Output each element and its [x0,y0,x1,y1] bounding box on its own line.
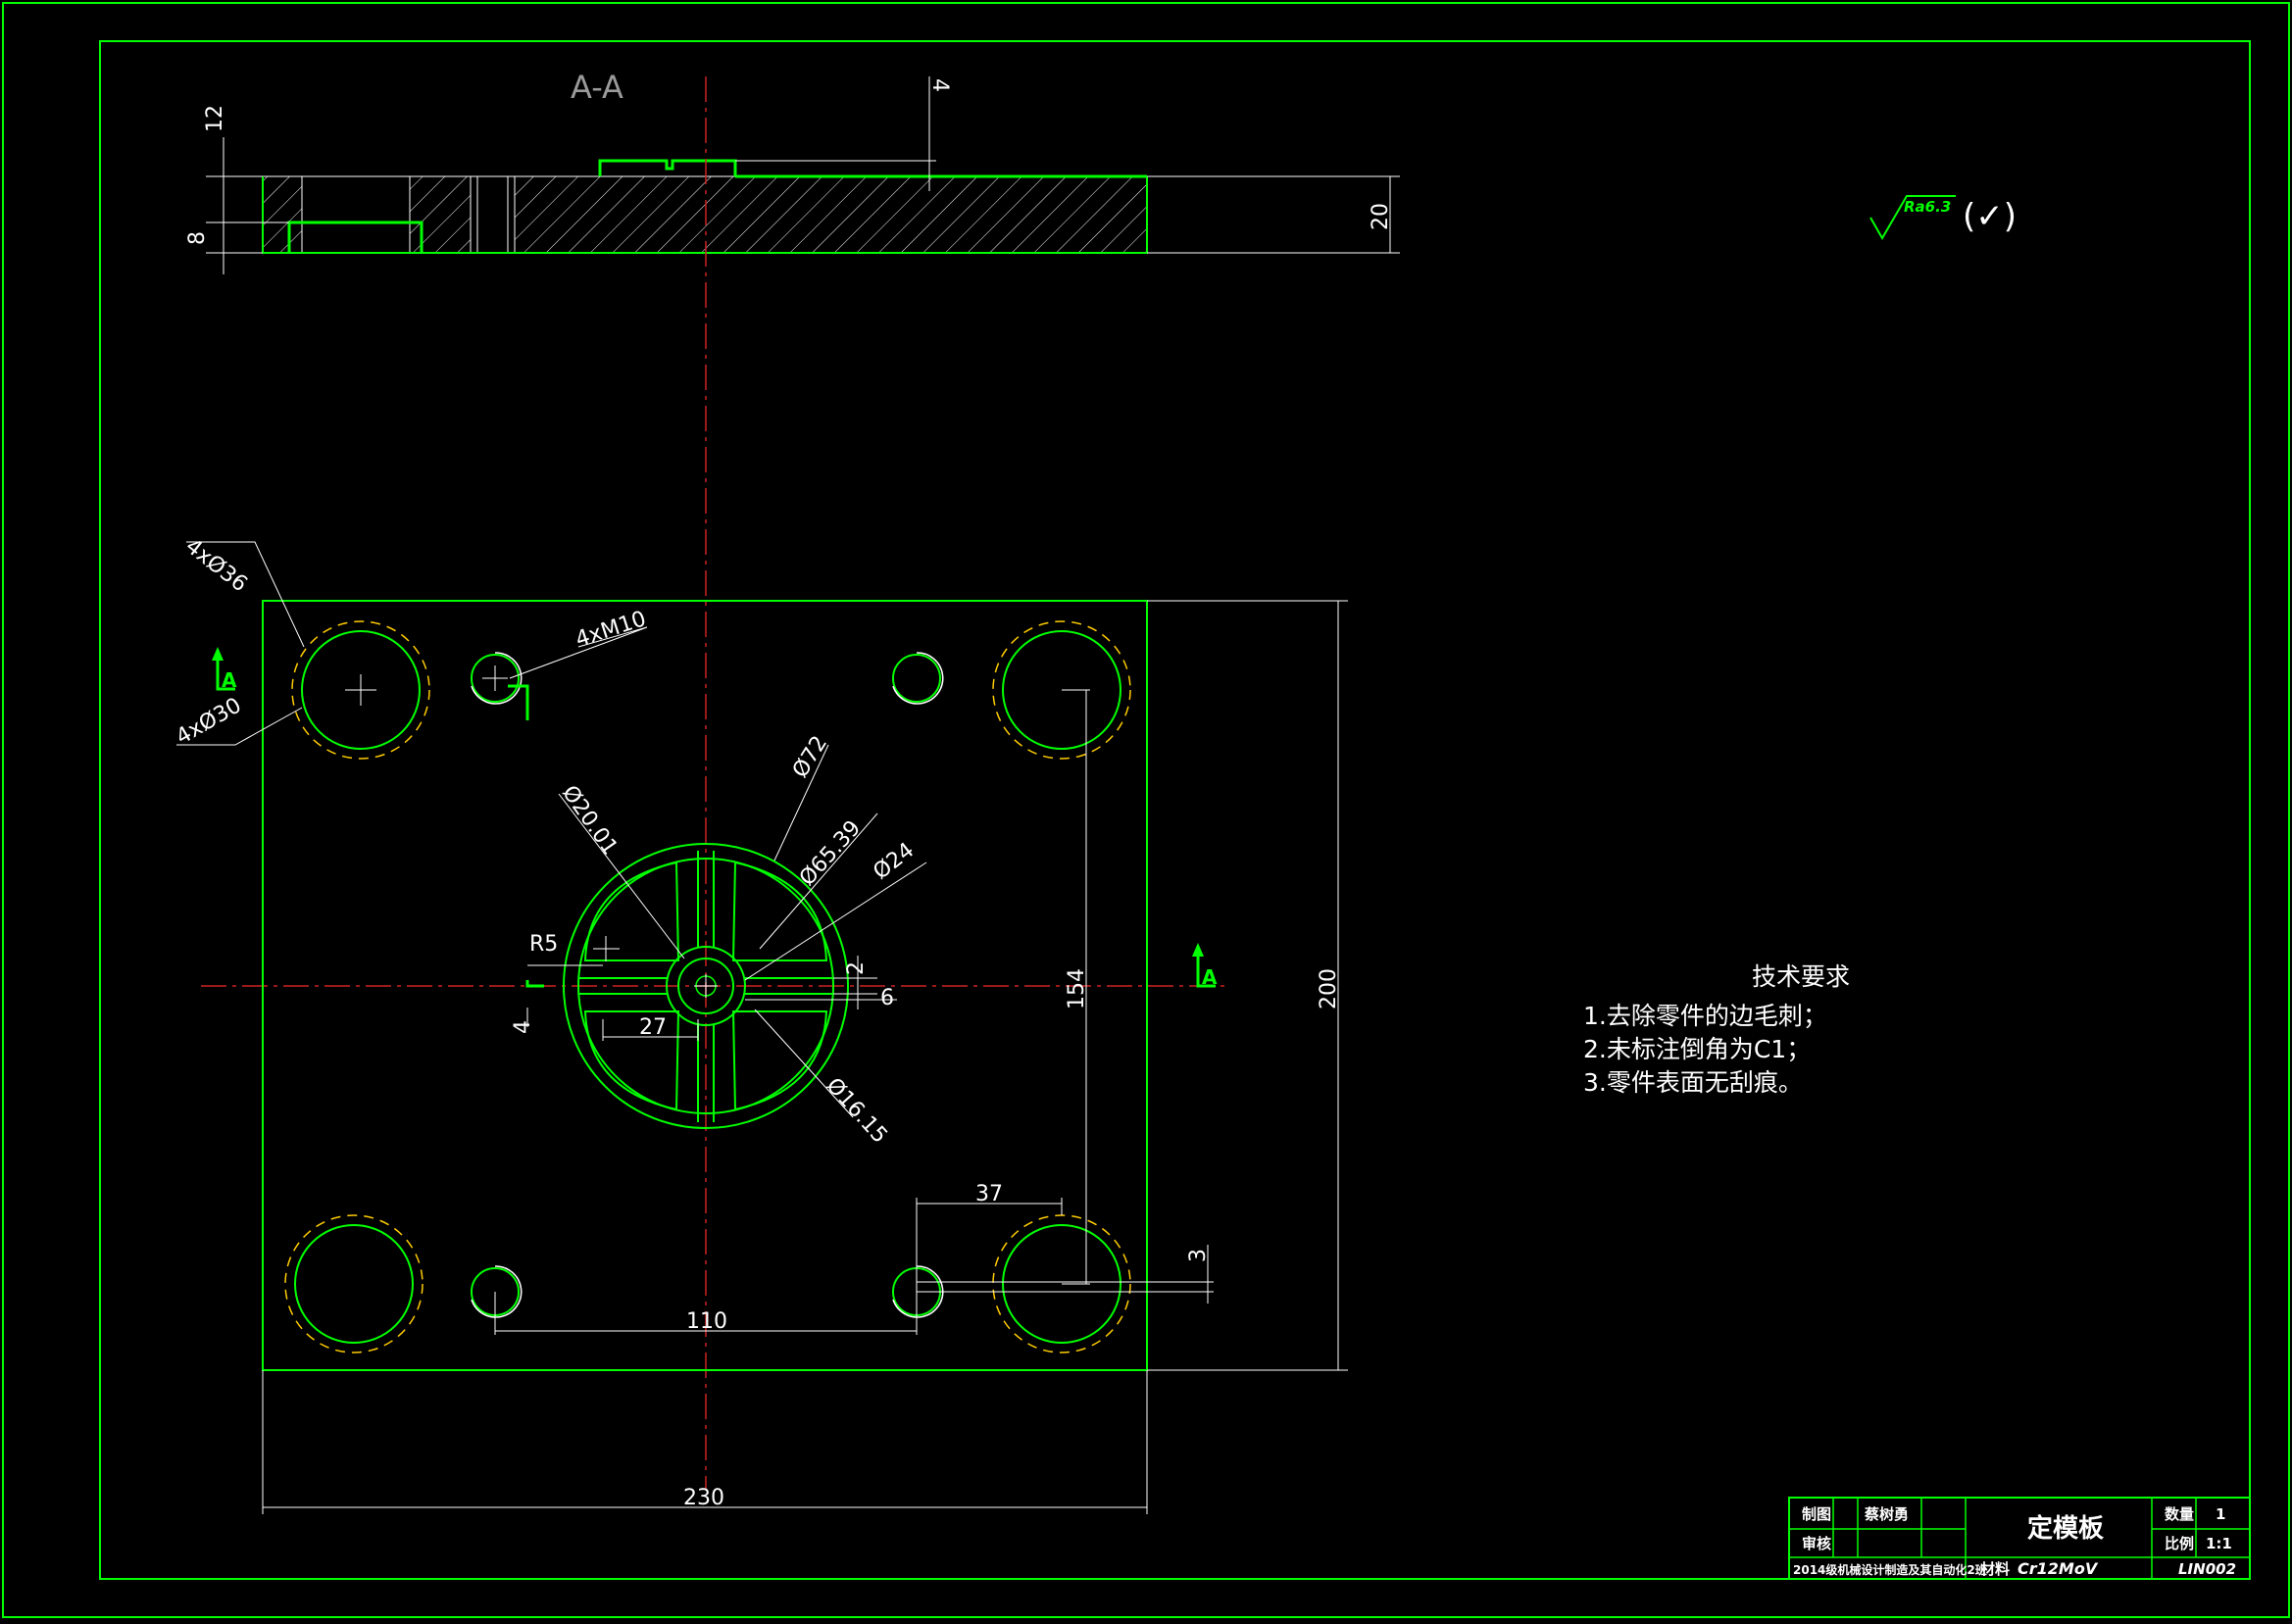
tb-qty-value: 1 [2216,1505,2225,1523]
label-d72: Ø72 [788,732,832,783]
tb-drawing-no: LIN002 [2178,1560,2236,1578]
tech-item-3: 3.零件表面无刮痕。 [1583,1068,1803,1097]
roughness-symbol: Ra6.3 (✓) [1869,195,2017,241]
roughness-value: Ra6.3 [1904,198,1951,216]
section-title: A-A [571,69,623,106]
label-27: 27 [639,1015,667,1040]
dim-4-top: 4 [927,78,952,92]
title-block: 制图 蔡树勇 审核 定模板 数量 1 比例 1:1 2014级机械设计制造及其自… [1788,1497,2251,1580]
label-4xd30: 4xØ30 [173,693,246,750]
label-d24: Ø24 [869,838,919,885]
label-154: 154 [1065,968,1089,1009]
tb-check-label: 审核 [1802,1535,1831,1552]
dim-8: 8 [185,231,210,245]
tb-part-name: 定模板 [2027,1513,2104,1544]
section-marks: A A [212,647,1218,989]
label-4: 4 [511,1020,535,1034]
label-4xm10: 4xM10 [573,607,649,653]
plan-view: A A [173,76,1348,1514]
label-6: 6 [880,986,894,1010]
roughness-mark: (✓) [1963,197,2017,236]
central-cavity [563,843,849,1129]
tech-title: 技术要求 [1752,962,1851,991]
label-r5: R5 [529,932,558,957]
label-200: 200 [1317,968,1341,1009]
label-d1615: Ø16.15 [822,1073,892,1148]
tb-drawn-label: 制图 [1802,1505,1831,1523]
tb-drawn-name: 蔡树勇 [1864,1505,1909,1523]
label-d6539: Ø65.39 [795,816,866,891]
dim-12: 12 [203,105,227,132]
tech-item-1: 1.去除零件的边毛刺； [1583,1002,1827,1030]
inner-border [99,40,2251,1580]
plate-outline [262,600,1148,1371]
tb-school: 2014级机械设计制造及其自动化2班 [1793,1562,1987,1577]
label-d2001: Ø20.01 [557,781,623,860]
tech-requirements: 技术要求 1.去除零件的边毛刺； 2.未标注倒角为C1； 3.零件表面无刮痕。 [1583,960,1850,1100]
label-37: 37 [975,1182,1003,1206]
label-2: 2 [844,961,869,975]
dim-20: 20 [1369,203,1393,230]
section-view: A-A 12 8 4 20 [185,69,1400,274]
label-3: 3 [1186,1249,1211,1262]
tb-scale-value: 1:1 [2206,1535,2232,1552]
tb-scale-label: 比例 [2165,1535,2194,1552]
label-230: 230 [683,1486,724,1510]
section-mark-right: A [1202,965,1218,989]
tb-material-value: Cr12MoV [2018,1559,2099,1578]
tech-item-2: 2.未标注倒角为C1； [1583,1035,1812,1063]
section-mark-left: A [222,668,237,692]
tb-material-label: 材料 [1980,1560,2010,1578]
label-110: 110 [686,1309,727,1334]
tb-qty-label: 数量 [2165,1505,2194,1523]
label-4xd36: 4xØ36 [180,534,251,597]
guide-holes [284,620,1131,1353]
